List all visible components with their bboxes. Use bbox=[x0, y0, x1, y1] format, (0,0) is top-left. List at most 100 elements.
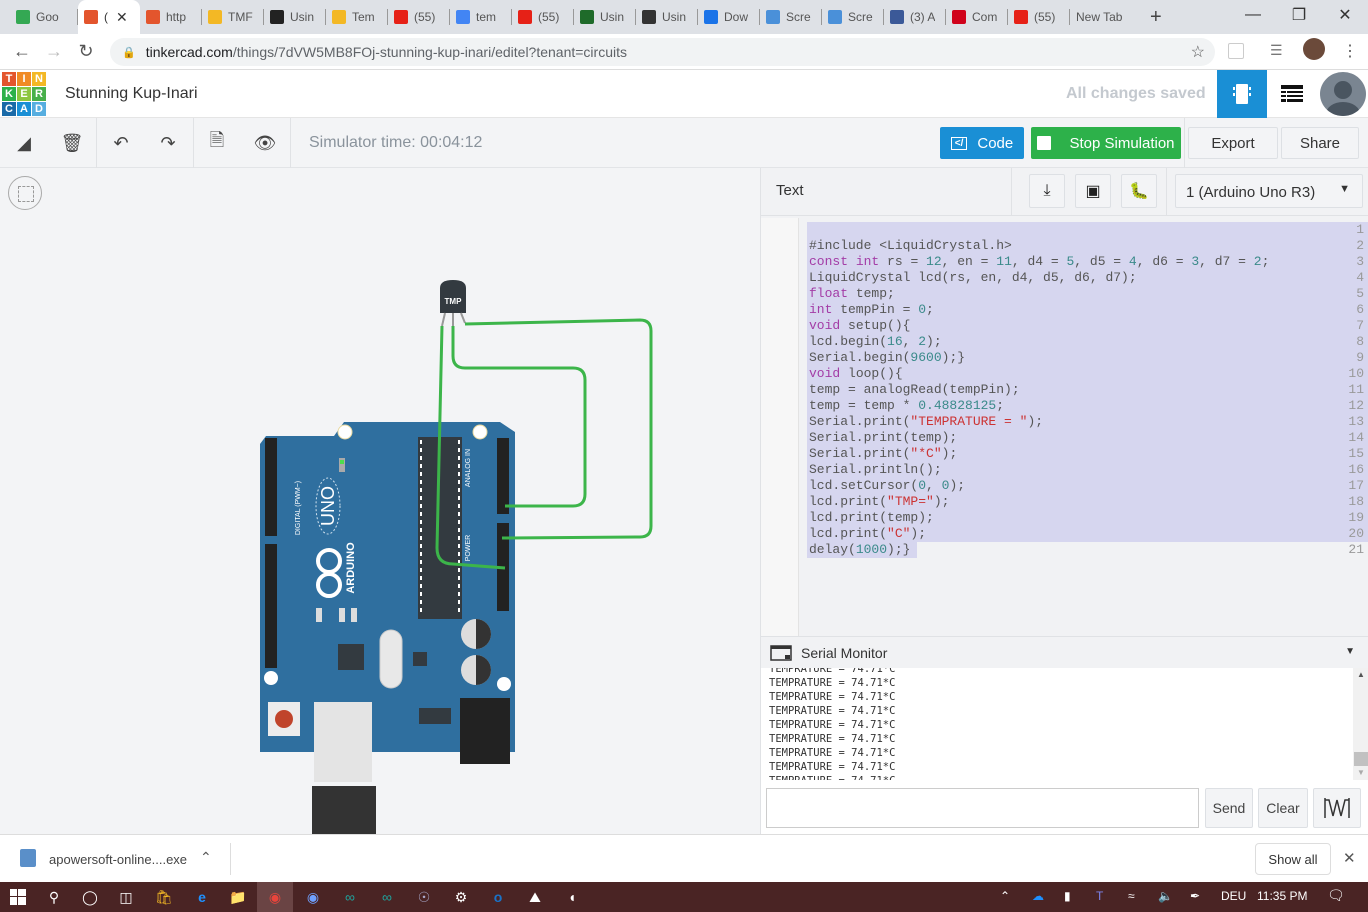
browser-tab[interactable]: New Tab bbox=[1070, 0, 1140, 34]
delete-button[interactable]: 🗑 bbox=[57, 128, 87, 158]
send-button[interactable]: Send bbox=[1205, 788, 1253, 828]
arduino-app[interactable]: ∞ bbox=[332, 882, 368, 912]
browser-tab[interactable]: Com bbox=[946, 0, 1008, 34]
profile-avatar[interactable] bbox=[1303, 38, 1325, 60]
wire-gnd[interactable] bbox=[464, 318, 653, 540]
browser-tab[interactable]: Scre bbox=[822, 0, 884, 34]
plotter-button[interactable] bbox=[1313, 788, 1361, 828]
arduino-app-2[interactable]: ∞ bbox=[369, 882, 405, 912]
task-view-button[interactable]: ◫ bbox=[108, 882, 144, 912]
url-bar[interactable]: 🔒 tinkercad.com/things/7dVW5MB8FOj-stunn… bbox=[110, 38, 1215, 66]
notification-icon[interactable]: 🗨 bbox=[1327, 887, 1345, 903]
store-app[interactable]: 🛍 bbox=[146, 882, 182, 912]
download-code-button[interactable]: ⤓ bbox=[1029, 174, 1065, 208]
redo-button[interactable]: ↷ bbox=[153, 128, 183, 158]
clear-button[interactable]: Clear bbox=[1258, 788, 1308, 828]
close-tab-icon[interactable]: ✕ bbox=[116, 8, 128, 25]
settings-app[interactable]: ⚙ bbox=[443, 882, 479, 912]
rotate-button[interactable]: ◢ bbox=[9, 128, 39, 158]
minimize-button[interactable]: — bbox=[1245, 6, 1261, 23]
browser-tab[interactable]: TMF bbox=[202, 0, 264, 34]
wire-5v[interactable] bbox=[435, 325, 506, 570]
serial-monitor-header[interactable]: Serial Monitor ▼ bbox=[761, 636, 1368, 668]
back-button[interactable]: ← bbox=[13, 41, 31, 61]
debugger-button[interactable]: 🐛 bbox=[1121, 174, 1157, 208]
browser-tab[interactable]: Usin bbox=[264, 0, 326, 34]
device-select[interactable]: 1 (Arduino Uno R3) ▼ bbox=[1175, 174, 1363, 208]
browser-tab[interactable]: Tem bbox=[326, 0, 388, 34]
new-tab-button[interactable]: + bbox=[1150, 5, 1162, 28]
browser-tab[interactable]: (55) bbox=[388, 0, 450, 34]
share-button[interactable]: Share bbox=[1281, 127, 1359, 159]
chromium-app[interactable]: ◉ bbox=[295, 882, 331, 912]
wire-a0[interactable] bbox=[451, 326, 587, 508]
outlook-app[interactable]: o bbox=[480, 882, 516, 912]
cortana-button[interactable]: ◯ bbox=[72, 882, 108, 912]
language-indicator[interactable]: DEU bbox=[1221, 889, 1247, 903]
app-icon[interactable]: ◖ bbox=[554, 882, 590, 912]
schematic-view-button[interactable] bbox=[1267, 70, 1317, 118]
volume-icon[interactable]: 🔈 bbox=[1158, 889, 1173, 903]
collapse-caret-icon[interactable]: ▼ bbox=[1345, 646, 1355, 657]
download-item[interactable]: apowersoft-online....exe bbox=[49, 852, 188, 867]
edge-app[interactable]: e bbox=[184, 882, 220, 912]
media-control-icon[interactable]: ☰ bbox=[1270, 42, 1283, 58]
bookmark-star-icon[interactable]: ☆ bbox=[1190, 44, 1205, 61]
browser-tab[interactable]: Dow bbox=[698, 0, 760, 34]
circuit-canvas[interactable]: UNO ARDUINO ANALOG IN POWER bbox=[0, 168, 760, 834]
start-button[interactable] bbox=[0, 882, 36, 912]
battery-icon[interactable]: ▮ bbox=[1064, 889, 1071, 903]
tray-expand-icon[interactable]: ⌃ bbox=[1000, 889, 1011, 903]
export-button[interactable]: Export bbox=[1188, 127, 1278, 159]
project-title[interactable]: Stunning Kup-Inari bbox=[65, 85, 198, 102]
tab-label: Com bbox=[972, 10, 998, 24]
undo-button[interactable]: ↶ bbox=[106, 128, 136, 158]
browser-tab[interactable]: tem bbox=[450, 0, 512, 34]
fit-to-view-button[interactable] bbox=[8, 176, 42, 210]
wifi-icon[interactable]: ≈ bbox=[1128, 889, 1135, 903]
browser-tab[interactable]: Goo bbox=[10, 0, 78, 34]
browser-tab[interactable]: Usin bbox=[574, 0, 636, 34]
browser-tab[interactable]: (3) A bbox=[884, 0, 946, 34]
close-window-button[interactable]: ✕ bbox=[1338, 7, 1352, 24]
show-all-downloads-button[interactable]: Show all bbox=[1255, 843, 1331, 875]
browser-tab[interactable]: (55) bbox=[512, 0, 574, 34]
serial-input[interactable] bbox=[766, 788, 1199, 828]
browser-tab[interactable]: Scre bbox=[760, 0, 822, 34]
notes-button[interactable]: 🗎 bbox=[202, 128, 232, 158]
libraries-button[interactable]: ▣ bbox=[1075, 174, 1111, 208]
onedrive-icon[interactable]: ☁ bbox=[1032, 889, 1044, 903]
circuit-view-button[interactable] bbox=[1217, 70, 1267, 118]
extension-icon[interactable] bbox=[1228, 43, 1244, 59]
scrollbar-thumb[interactable] bbox=[1354, 752, 1368, 766]
user-avatar[interactable] bbox=[1320, 72, 1366, 116]
code-line: Serial.println(); bbox=[809, 462, 942, 477]
restore-button[interactable]: ❐ bbox=[1291, 7, 1307, 24]
serial-scrollbar[interactable]: ▲ ▼ bbox=[1353, 668, 1368, 780]
stop-simulation-button[interactable]: Stop Simulation bbox=[1031, 127, 1181, 159]
teams-icon[interactable]: T bbox=[1096, 889, 1104, 903]
explorer-app[interactable]: 📁 bbox=[220, 882, 256, 912]
browser-tab[interactable]: Usin bbox=[636, 0, 698, 34]
pen-icon[interactable]: ✒ bbox=[1190, 889, 1201, 903]
menu-icon[interactable]: ⋮ bbox=[1342, 43, 1358, 60]
screen-recorder-app[interactable]: ☉ bbox=[406, 882, 442, 912]
code-button[interactable]: </ Code bbox=[940, 127, 1024, 159]
visibility-button[interactable]: 👁 bbox=[250, 128, 280, 158]
search-taskbar-button[interactable]: ⚲ bbox=[36, 882, 72, 912]
close-download-bar-icon[interactable]: ✕ bbox=[1343, 850, 1356, 867]
chrome-app[interactable]: ◉ bbox=[257, 882, 293, 912]
forward-button[interactable]: → bbox=[45, 41, 63, 61]
photos-app[interactable]: ⛰ bbox=[517, 882, 553, 912]
browser-tab[interactable]: (55) bbox=[1008, 0, 1070, 34]
clock[interactable]: 11:35 PM bbox=[1257, 889, 1308, 903]
arduino-uno-board[interactable]: UNO ARDUINO bbox=[260, 422, 515, 834]
tmp36-sensor[interactable]: TMP bbox=[440, 280, 466, 327]
reload-button[interactable]: ↻ bbox=[78, 41, 94, 61]
browser-tab[interactable]: http bbox=[140, 0, 202, 34]
editor-mode-dropdown[interactable]: Text bbox=[776, 182, 804, 199]
chevron-up-icon[interactable]: ⌃ bbox=[200, 849, 212, 865]
browser-tab[interactable]: (✕ bbox=[78, 0, 140, 34]
